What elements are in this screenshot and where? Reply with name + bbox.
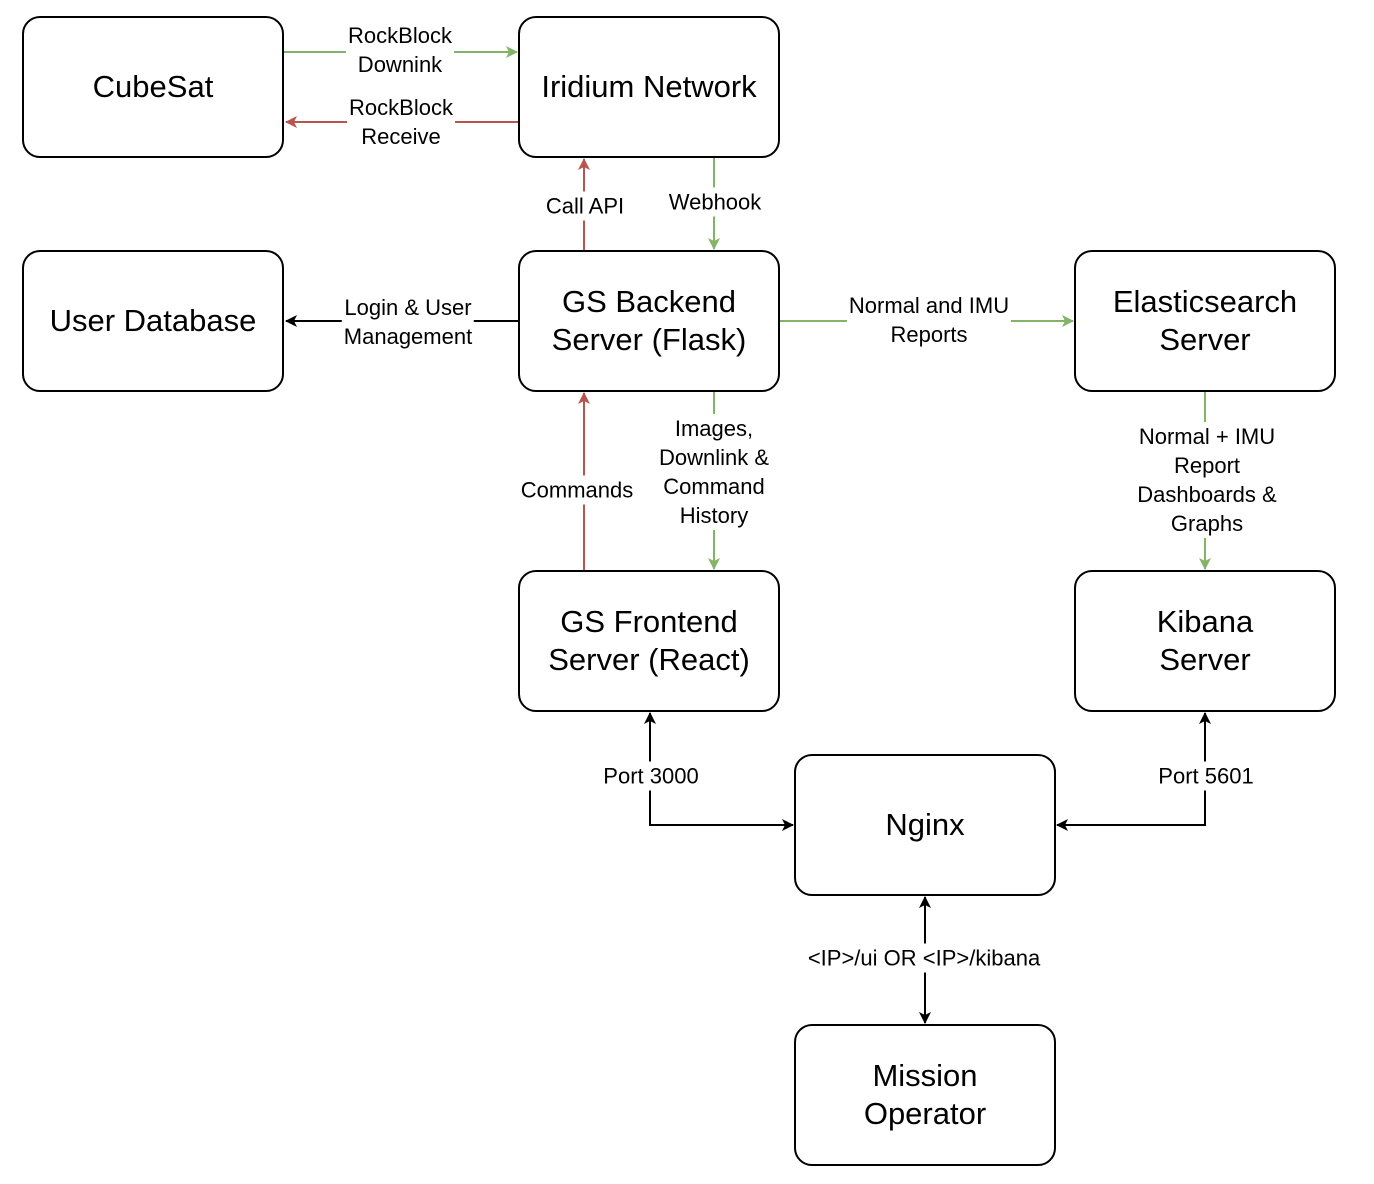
node-kibana: Kibana Server	[1074, 570, 1336, 712]
node-nginx: Nginx	[794, 754, 1056, 896]
edge-label-ip: <IP>/ui OR <IP>/kibana	[805, 943, 1043, 973]
node-gs-backend: GS Backend Server (Flask)	[518, 250, 780, 392]
edge-label-port5601: Port 5601	[1156, 761, 1256, 791]
node-elasticsearch: Elasticsearch Server	[1074, 250, 1336, 392]
edge-label-webhook: Webhook	[666, 187, 764, 217]
node-mission-operator: Mission Operator	[794, 1024, 1056, 1166]
node-gs-frontend: GS Frontend Server (React)	[518, 570, 780, 712]
edge-label-commands: Commands	[518, 475, 636, 505]
edge-label-dashboards: Normal + IMU Report Dashboards & Graphs	[1123, 422, 1291, 538]
edge-label-history: Images, Downlink & Command History	[656, 414, 772, 530]
edge-label-rockblock-downlink: RockBlock Downink	[346, 21, 454, 79]
node-user-database: User Database	[22, 250, 284, 392]
edge-label-login: Login & User Management	[341, 293, 475, 351]
edge-label-rockblock-receive: RockBlock Receive	[347, 93, 455, 151]
edge-label-port3000: Port 3000	[601, 761, 701, 791]
node-iridium-network: Iridium Network	[518, 16, 780, 158]
edge-port3000	[644, 712, 794, 831]
node-cubesat: CubeSat	[22, 16, 284, 158]
edge-label-reports: Normal and IMU Reports	[846, 291, 1012, 349]
edge-label-call-api: Call API	[543, 191, 627, 221]
edge-port5601	[1056, 712, 1211, 831]
